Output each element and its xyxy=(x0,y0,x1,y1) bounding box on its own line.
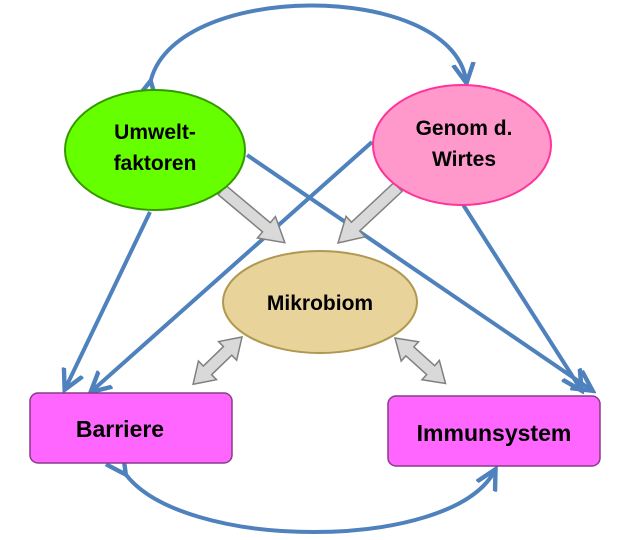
node-genom-wirtes-shape xyxy=(372,84,552,206)
edge-umwelt-immunsystem xyxy=(245,153,590,389)
edge-mikrobiom-immunsystem xyxy=(393,337,447,385)
edge-genom-immunsystem xyxy=(460,201,580,388)
node-umweltfaktoren-label-line2: faktoren xyxy=(114,152,197,175)
node-genom-wirtes-label-line2: Wirtes xyxy=(432,148,496,171)
node-umweltfaktoren-shape xyxy=(64,89,246,211)
node-mikrobiom-shape xyxy=(222,250,418,354)
node-barriere-shape xyxy=(29,392,233,464)
node-umweltfaktoren-label-line1: Umwelt- xyxy=(114,121,196,144)
node-immunsystem-label: Immunsystem xyxy=(417,420,572,446)
node-barriere-label: Barriere xyxy=(76,416,164,442)
edge-umwelt-genom xyxy=(150,3,466,84)
edge-umwelt-barriere xyxy=(66,211,152,387)
node-umweltfaktoren: Umwelt- faktoren xyxy=(64,89,246,211)
node-immunsystem: Immunsystem xyxy=(387,395,601,467)
edge-mikrobiom-barriere xyxy=(192,336,243,386)
edge-genom-barriere xyxy=(93,140,374,390)
edge-umwelt-mikrobiom xyxy=(217,184,286,244)
edge-barriere-immunsystem xyxy=(124,472,494,534)
node-immunsystem-shape xyxy=(387,395,601,467)
node-mikrobiom: Mikrobiom xyxy=(222,250,418,354)
node-genom-wirtes: Genom d. Wirtes xyxy=(372,84,552,206)
node-genom-wirtes-label-line1: Genom d. xyxy=(416,117,513,140)
node-mikrobiom-label: Mikrobiom xyxy=(267,292,373,315)
edge-genom-mikrobiom xyxy=(336,181,404,244)
node-barriere: Barriere xyxy=(29,392,233,464)
